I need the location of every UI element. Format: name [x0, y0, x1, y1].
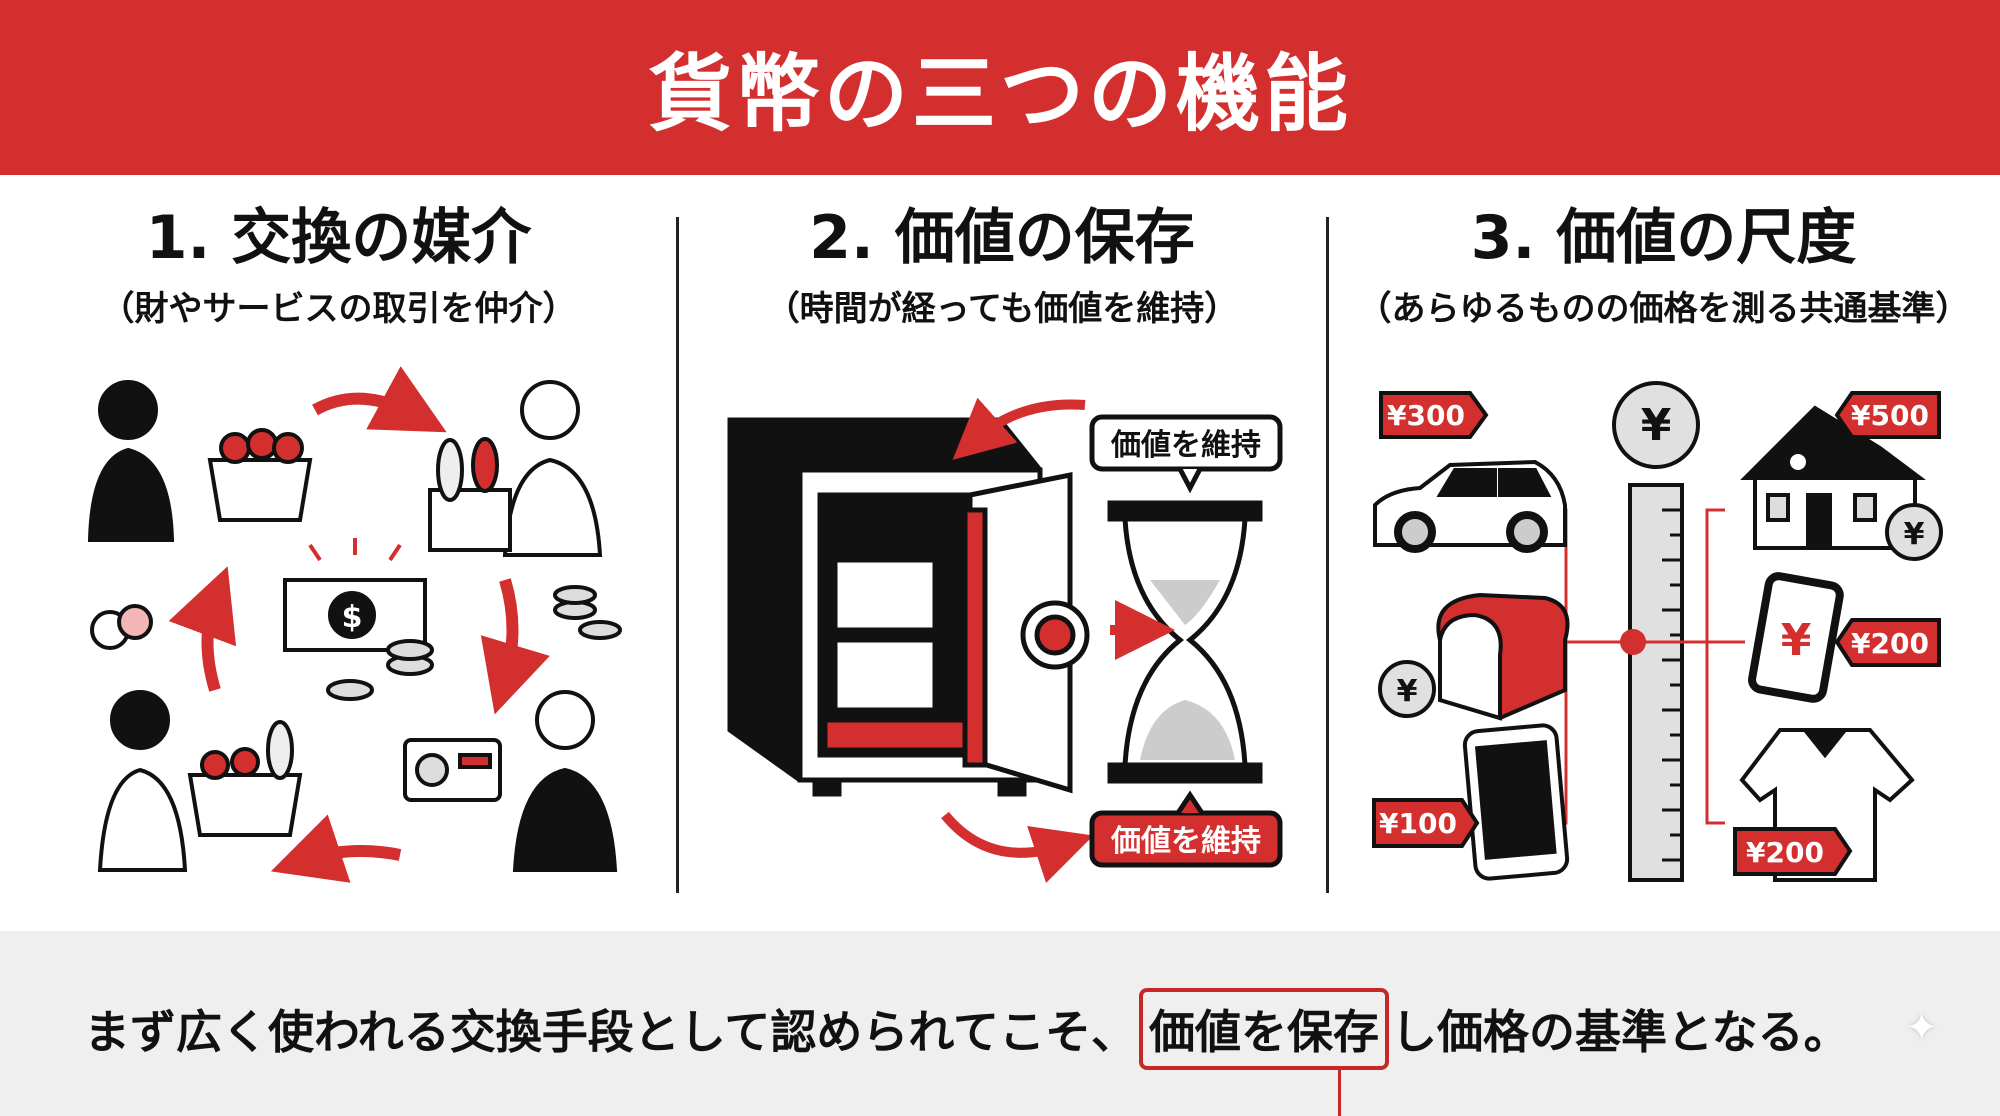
highlight-connector-line	[1338, 1070, 1341, 1116]
store-of-value-illustration: 価値を維持 価値を維持	[727, 397, 1283, 883]
sentence-part: し価格の基準となる。	[1390, 1005, 1850, 1059]
price-tag-car: ¥300	[1379, 391, 1489, 439]
yen-coin-icon: ¥	[1885, 503, 1943, 561]
sentence-part: まず広く使われる交換手段として認められてこそ、	[84, 1005, 1137, 1059]
fruit-basket-icon	[187, 720, 303, 837]
svg-text:¥200: ¥200	[1746, 836, 1824, 869]
car-icon	[1373, 459, 1567, 553]
person-icon	[97, 690, 188, 872]
bread-box-icon	[428, 437, 512, 552]
yen-coin-icon: ¥	[1378, 660, 1436, 718]
label-top: 価値を維持	[1089, 414, 1283, 494]
svg-text:¥100: ¥100	[1379, 807, 1457, 840]
highlighted-phrase: 価値を保存	[1138, 988, 1389, 1070]
dollar-symbol: $	[342, 600, 363, 635]
smartphone-icon	[1462, 723, 1570, 881]
radio-icon	[403, 738, 502, 802]
svg-text:¥: ¥	[1397, 674, 1418, 709]
price-tag-smartphone: ¥100	[1372, 798, 1480, 848]
ruler-marker	[1620, 629, 1646, 655]
column-divider	[1326, 217, 1329, 893]
column-divider	[676, 217, 679, 893]
column-unit-of-account: 3. 価値の尺度 （あらゆるものの価格を測る共通基準）	[1327, 205, 2000, 330]
column-store-of-value: 2. 価値の保存 （時間が経っても価値を維持）	[677, 205, 1327, 330]
exchange-illustration: $	[87, 366, 622, 883]
price-tag-shirt: ¥200	[1733, 827, 1853, 876]
cycle-arrows	[168, 366, 550, 883]
sparkle-lines	[308, 538, 402, 562]
price-tag-house: ¥500	[1834, 391, 1941, 439]
coins-icon	[326, 585, 622, 701]
label-bottom: 価値を維持	[1089, 790, 1283, 868]
unit-of-account-illustration: ¥ ¥ ¥ ¥ ¥300 ¥500 ¥200 ¥100 ¥200	[1372, 381, 1943, 882]
person-icon	[502, 380, 603, 557]
phone-yen-icon: ¥	[1748, 572, 1844, 703]
svg-text:¥: ¥	[1904, 517, 1925, 552]
svg-text:¥200: ¥200	[1851, 627, 1929, 660]
yen-coin-icon: ¥	[1612, 381, 1700, 469]
person-icon	[87, 380, 175, 542]
apple-basket-icon	[207, 428, 313, 522]
page-title: 貨幣の三つの機能	[647, 45, 1352, 143]
column-subtitle: （時間が経っても価値を維持）	[765, 289, 1239, 329]
dollar-bill-icon: $	[283, 578, 427, 652]
svg-text:¥: ¥	[1641, 400, 1672, 451]
svg-text:¥500: ¥500	[1851, 399, 1929, 432]
bread-icon	[1436, 592, 1570, 721]
svg-text:¥: ¥	[1781, 615, 1812, 666]
header-banner: 貨幣の三つの機能	[0, 0, 2000, 175]
svg-text:価値を維持: 価値を維持	[1110, 428, 1261, 463]
summary-sentence: まず広く使われる交換手段として認められてこそ、価値を保存し価格の基準となる。	[84, 988, 1850, 1070]
column-heading: 2. 価値の保存	[809, 203, 1195, 273]
illustrations: $ 価値を維持 価値を維持 ¥	[87, 366, 1943, 883]
money-bag-icon	[90, 604, 153, 650]
person-icon	[512, 690, 618, 872]
price-tags: ¥300 ¥500 ¥200 ¥100 ¥200	[1372, 391, 1941, 876]
svg-text:¥300: ¥300	[1387, 399, 1465, 432]
column-heading: 3. 価値の尺度	[1470, 203, 1857, 273]
safe-icon	[727, 417, 1090, 797]
column-subtitle: （あらゆるものの価格を測る共通基準）	[1357, 289, 1970, 329]
svg-text:価値を維持: 価値を維持	[1110, 824, 1261, 859]
arrows	[941, 397, 1175, 883]
column-subtitle: （財やサービスの取引を仲介）	[100, 289, 577, 329]
sparkle-icon: ✦	[1905, 1005, 1939, 1051]
ruler-icon	[1628, 483, 1684, 882]
hourglass-icon	[1107, 500, 1263, 784]
column-medium-of-exchange: 1. 交換の媒介 （財やサービスの取引を仲介）	[0, 205, 677, 330]
price-tag-phone: ¥200	[1834, 618, 1941, 667]
footer-band	[0, 931, 2000, 1116]
column-heading: 1. 交換の媒介	[145, 203, 532, 273]
